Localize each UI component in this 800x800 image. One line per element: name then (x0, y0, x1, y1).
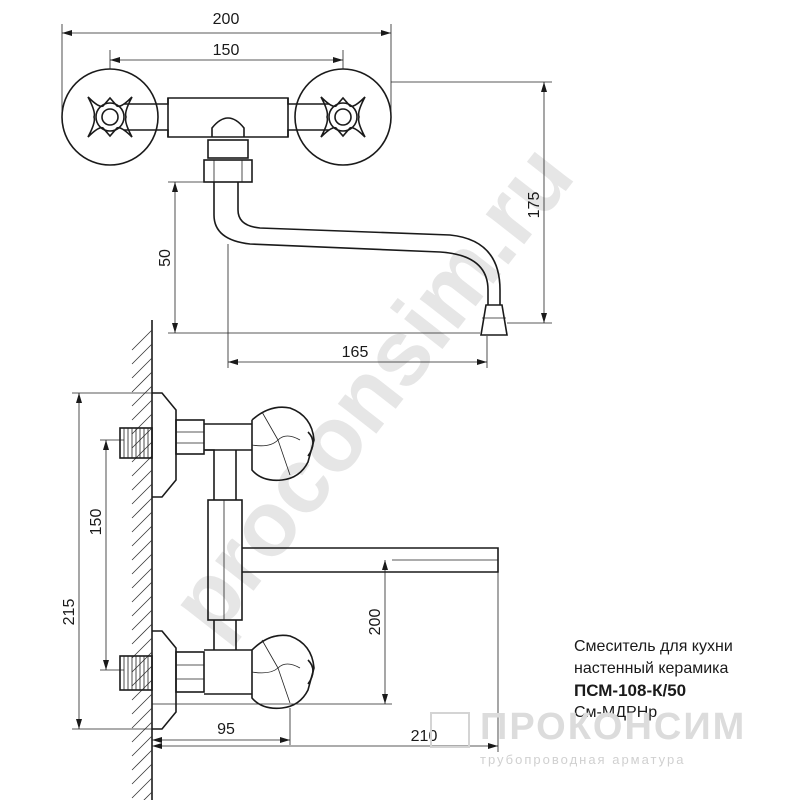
wall-hatch-line (131, 553, 153, 575)
wall-hatch-line (131, 595, 153, 617)
brand-logo: ПРОКОНСИМ трубопроводная арматура (430, 706, 790, 776)
model-number: ПСМ-108-К/50 (574, 681, 687, 700)
svg-text:95: 95 (217, 721, 235, 738)
svg-text:175: 175 (526, 192, 543, 219)
wall-hatch-line (131, 427, 153, 449)
dim-inlet-distance: 150 (88, 439, 124, 671)
dim-spout-height: 200 (152, 559, 498, 705)
dim-height: 175 (391, 81, 552, 324)
logo-tagline: трубопроводная арматура (480, 752, 686, 767)
wall (131, 320, 153, 800)
product-code: См-МДРНр (574, 704, 658, 721)
top-view: 200 150 175 50 (61, 11, 552, 368)
wall-hatch-line (131, 763, 153, 785)
wall-hatch-line (131, 609, 153, 631)
wall-hatch-line (131, 371, 153, 393)
wall-hatch-line (131, 357, 153, 379)
wall-hatch-line (131, 735, 153, 757)
wall-hatch-line (131, 525, 153, 547)
wall-hatch-line (131, 413, 153, 435)
wall-hatch-line (143, 791, 153, 800)
caption-line2: настенный керамика (574, 660, 729, 677)
caption-line1: Смеситель для кухни (574, 638, 733, 655)
svg-text:165: 165 (342, 344, 369, 361)
wall-hatch-line (131, 623, 153, 645)
wall-hatch-line (131, 385, 153, 407)
wall-hatch-line (131, 749, 153, 771)
wall-hatch-line (131, 567, 153, 589)
dim-overall-width: 200 (61, 11, 392, 117)
wall-hatch-line (131, 693, 153, 715)
logo-mark-icon (430, 712, 470, 748)
svg-text:150: 150 (213, 42, 240, 59)
wall-hatch-line (131, 497, 153, 519)
wall-hatch-line (131, 399, 153, 421)
dim-valve-reach: 95 (152, 708, 291, 745)
wall-hatch-line (131, 343, 153, 365)
wall-hatch-line (131, 665, 153, 687)
wall-hatch-line (131, 455, 153, 477)
svg-text:200: 200 (367, 609, 384, 636)
svg-text:215: 215 (61, 599, 78, 626)
wall-hatch-line (131, 581, 153, 603)
dim-spout-drop: 50 (157, 181, 480, 334)
svg-text:50: 50 (157, 249, 174, 267)
wall-hatch-line (131, 721, 153, 743)
dim-total-height: 215 (61, 392, 152, 730)
dim-center-distance: 150 (109, 42, 344, 69)
wall-hatch-line (131, 511, 153, 533)
wall-hatch-line (131, 469, 153, 491)
wall-hatch-line (131, 777, 153, 799)
svg-text:150: 150 (88, 509, 105, 536)
product-caption: Смеситель для кухни настенный керамика П… (574, 636, 794, 724)
dim-spout-offset: 165 (227, 244, 488, 368)
logo-name: ПРОКОНСИМ (480, 706, 747, 748)
wall-hatch-line (131, 329, 153, 351)
wall-hatch-line (131, 539, 153, 561)
left-flange (61, 68, 159, 166)
lower-inlet (119, 630, 315, 730)
wall-hatch-line (131, 483, 153, 505)
svg-text:200: 200 (213, 11, 240, 28)
wall-hatch-line (131, 637, 153, 659)
wall-hatch-line (131, 707, 153, 729)
right-flange (294, 68, 392, 166)
